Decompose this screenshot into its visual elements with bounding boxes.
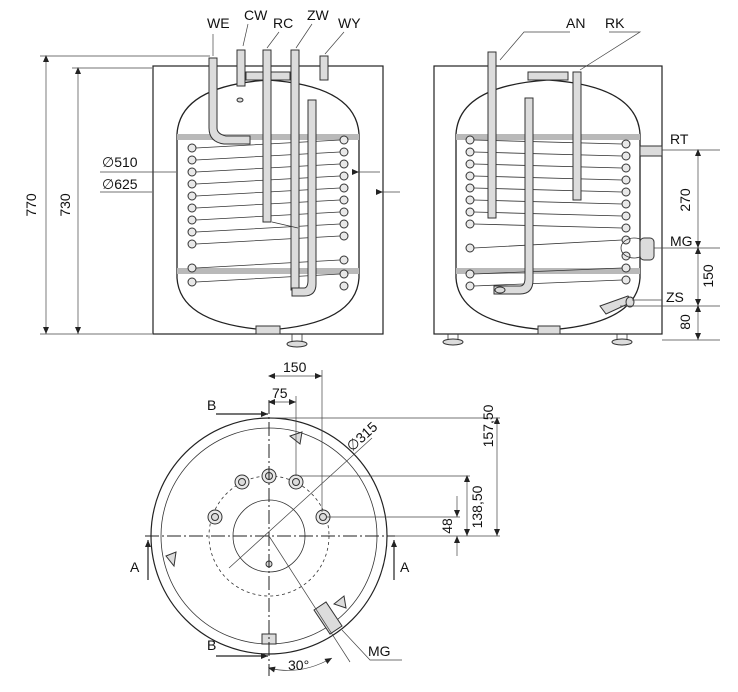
label-cw: CW [244,7,268,23]
label-zw: ZW [307,7,330,23]
label-b-bottom: B [207,637,216,653]
label-wy: WY [338,15,361,31]
front-pipes [208,49,329,297]
label-we: WE [207,15,230,31]
front-foot-pad [286,340,308,348]
dim-157-50: 157,50 [480,404,496,447]
dim-730: 730 [57,193,73,217]
side-coil [465,135,631,291]
label-rt: RT [670,131,689,147]
dim-angle-30: 30° [288,657,309,673]
front-bottom-flange [255,325,281,335]
plan-view: B B A A 150 75 ∅315 157,50 138,50 48 30°… [130,359,500,676]
side-pipe-rk [572,71,582,201]
dim-dia-625: ∅625 [102,176,138,192]
plan-mg-stub [313,601,343,635]
dim-75: 75 [272,385,288,401]
front-coil [187,135,349,291]
front-lower-band [177,268,359,274]
front-view: ∅510 ∅625 770 730 WE CW RC ZW WY [23,7,400,348]
dim-dia-510: ∅510 [102,154,138,170]
label-b-top: B [207,397,216,413]
label-mg-side: MG [670,233,693,249]
label-a-left: A [130,559,140,575]
dim-48: 48 [439,518,455,534]
side-rt-sensor [639,145,663,157]
side-tank-shell [455,79,641,331]
dim-dia-315: ∅315 [343,418,380,454]
dim-138-50: 138,50 [469,485,485,528]
label-an: AN [566,15,585,31]
dim-270: 270 [677,188,693,212]
label-a-right: A [400,559,410,575]
label-mg-plan: MG [368,643,391,659]
dim-770: 770 [23,193,39,217]
dim-150-plan: 150 [283,359,307,375]
label-rc: RC [273,15,293,31]
side-view: AN RK RT MG ZS 270 150 80 [433,15,720,346]
side-pipe-an [487,51,497,219]
dim-80: 80 [677,314,693,330]
label-zs: ZS [666,289,684,305]
dim-150-side: 150 [700,264,716,288]
label-rk: RK [605,15,625,31]
plan-connections [207,468,331,568]
